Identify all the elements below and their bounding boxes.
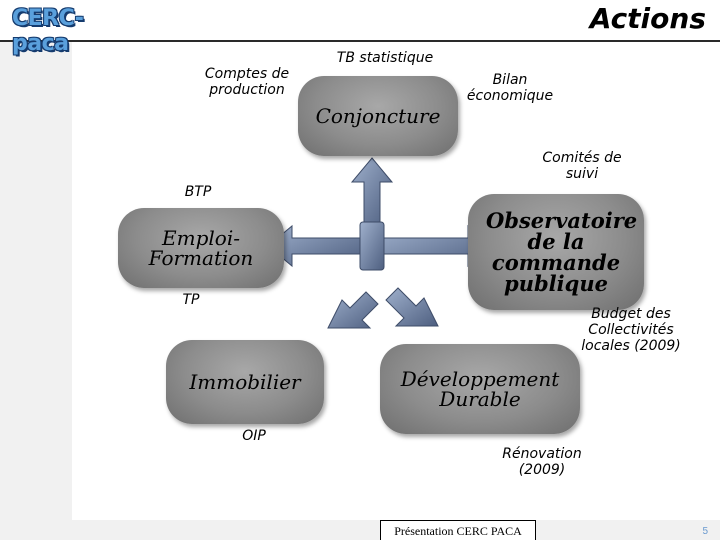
header-divider	[0, 40, 720, 42]
footer-presentation: Présentation CERC PACA	[380, 520, 536, 540]
arrow-down-left	[327, 291, 379, 329]
slide-title: Actions	[589, 2, 706, 35]
label-tb-statistique: TB statistique	[336, 50, 434, 66]
arrow-down-right	[385, 287, 439, 327]
cerc-paca-logo: CERC-paca	[6, 4, 130, 56]
node-developpement-durable: Développement Durable	[380, 344, 580, 434]
node-immobilier: Immobilier	[166, 340, 324, 424]
arrow-up	[350, 157, 394, 223]
label-bilan-economique: Bilan économique	[466, 72, 554, 105]
label-tp: TP	[182, 292, 200, 308]
label-budget-collectivites: Budget des Collectivités locales (2009)	[581, 306, 681, 355]
arrow-hub	[359, 221, 385, 271]
label-btp: BTP	[184, 184, 212, 200]
label-comites-de-suivi: Comités de suivi	[542, 150, 622, 183]
node-conjoncture: Conjoncture	[298, 76, 458, 156]
logo-text: CERC-paca	[12, 6, 84, 56]
node-observatoire: Observatoire de la commande publique	[468, 194, 644, 310]
label-oip: OIP	[242, 428, 266, 444]
label-renovation: Rénovation (2009)	[502, 446, 582, 479]
left-decor-band	[0, 40, 72, 520]
node-emploi-formation: Emploi-Formation	[118, 208, 284, 288]
bottom-decor-band	[0, 520, 720, 540]
label-comptes-production: Comptes de production	[204, 66, 290, 99]
page-number: 5	[702, 526, 708, 537]
